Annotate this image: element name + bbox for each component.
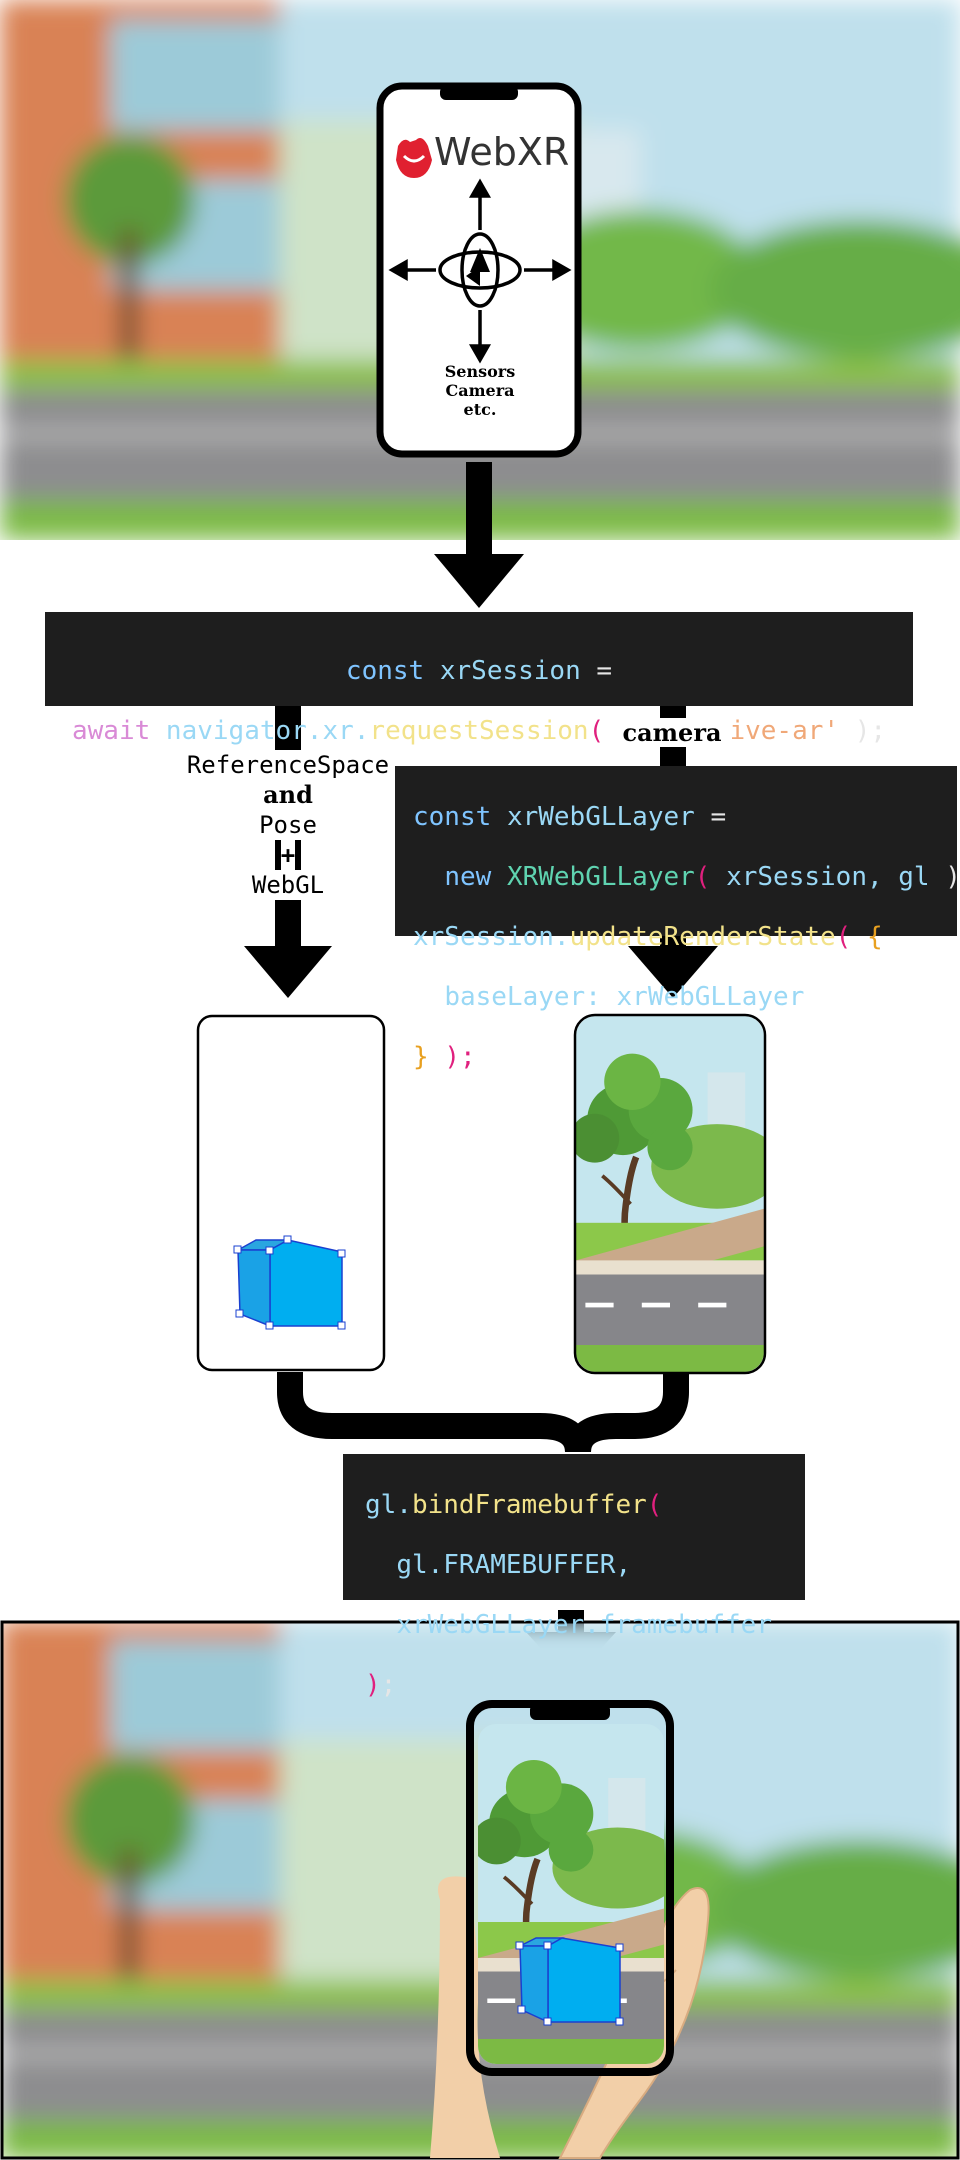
layer-line-1: const xrWebGLLayer =	[413, 802, 957, 832]
reference-space-label: ReferenceSpace	[186, 750, 390, 780]
close-paren: );	[854, 716, 887, 746]
left-branch-labels: ReferenceSpace and Pose + WebGL	[170, 750, 406, 900]
bind-line-4: );	[365, 1670, 805, 1700]
open-paren: (	[646, 1490, 663, 1520]
layer-line-2: new XRWebGLLayer( xrSession, gl );	[413, 862, 960, 892]
close-brace: }	[413, 1042, 429, 1072]
webxr-logo-icon	[396, 138, 432, 178]
ctor-args: xrSession, gl	[710, 862, 946, 892]
plus-label: +	[280, 840, 296, 870]
webxr-logo-text: WebXR	[434, 130, 570, 174]
request-session-fn: requestSession	[369, 716, 589, 746]
final-output-phone	[466, 1700, 674, 2076]
xrsession-var: xrSession	[439, 656, 581, 686]
camera-label: camera	[612, 718, 732, 747]
const-keyword: const	[413, 802, 492, 832]
const-keyword: const	[345, 656, 425, 686]
open-paren: (	[588, 716, 605, 746]
camera-line: Camera	[445, 381, 515, 400]
etc-line: etc.	[463, 400, 497, 419]
ar-cube-icon	[515, 1937, 624, 2026]
and-label: and	[263, 780, 313, 810]
assign-op: =	[596, 656, 613, 686]
assign-op: =	[710, 802, 727, 832]
webgl-label: WebGL	[251, 870, 325, 900]
framebuffer-const: gl.FRAMEBUFFER,	[396, 1550, 632, 1580]
layer-value: xrWebGLLayer	[616, 982, 805, 1012]
webgl-layer-code: const xrWebGLLayer = new XRWebGLLayer( x…	[395, 766, 960, 1072]
webxr-phone	[376, 82, 582, 458]
semicolon: ;	[380, 1670, 397, 1700]
code-line-2: await navigator.xr.requestSession( 'imme…	[45, 716, 913, 746]
close-paren: );	[945, 862, 960, 892]
arrow-phone-to-session	[434, 462, 524, 608]
close-paren: )	[365, 1670, 381, 1700]
pose-label: Pose	[259, 810, 317, 840]
sensors-label: Sensors Camera etc.	[420, 362, 540, 419]
open-brace: {	[866, 922, 883, 952]
bind-framebuffer-fn: bindFramebuffer	[411, 1490, 647, 1520]
bind-line-2: gl.FRAMEBUFFER,	[365, 1550, 805, 1580]
xrwebgllayer-class: XRWebGLLayer	[506, 862, 695, 892]
merge-brace	[277, 1372, 689, 1454]
session-obj: xrSession.	[413, 922, 570, 952]
base-layer-prop: baseLayer:	[444, 982, 601, 1012]
new-keyword: new	[444, 862, 492, 892]
render-buffer-phone	[196, 1014, 386, 1372]
navigator-xr: navigator.xr.	[165, 716, 370, 746]
request-session-code: const xrSession = await navigator.xr.req…	[45, 612, 913, 746]
bind-line-1: gl.bindFramebuffer(	[365, 1490, 805, 1520]
layer-line-5: } );	[413, 1042, 957, 1072]
open-paren: (	[694, 862, 711, 892]
layer-line-3: xrSession.updateRenderState( {	[413, 922, 957, 952]
close-paren: );	[444, 1042, 476, 1072]
await-keyword: await	[71, 716, 151, 746]
open-paren: (	[835, 922, 852, 952]
gl-obj: gl.	[365, 1490, 412, 1520]
cube-icon	[233, 1235, 346, 1330]
update-render-state-fn: updateRenderState	[569, 922, 836, 952]
bind-framebuffer-code: gl.bindFramebuffer( gl.FRAMEBUFFER, xrWe…	[343, 1454, 805, 1700]
sensors-line: Sensors	[444, 362, 516, 381]
bind-line-3: xrWebGLLayer.framebuffer	[365, 1610, 805, 1640]
layer-line-4: baseLayer: xrWebGLLayer	[413, 982, 957, 1012]
layer-var: xrWebGLLayer	[506, 802, 695, 832]
code-line-1: const xrSession =	[45, 656, 913, 686]
motion-axes-icon	[388, 178, 572, 364]
layer-framebuffer: xrWebGLLayer.framebuffer	[396, 1610, 772, 1640]
